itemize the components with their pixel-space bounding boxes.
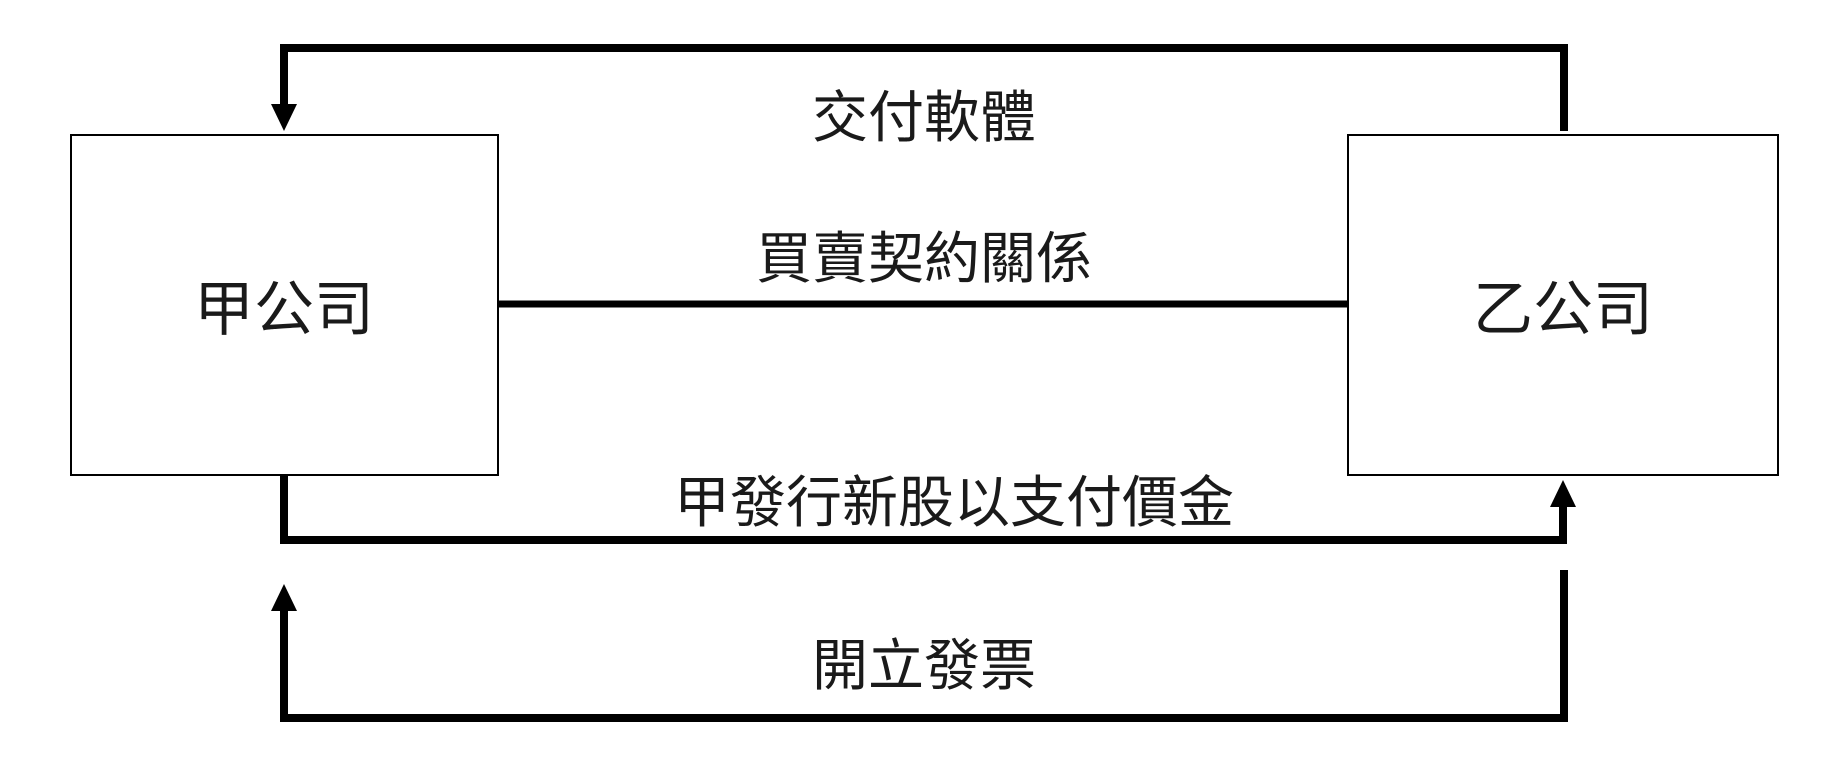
issue-shares-label: 甲發行新股以支付價金 bbox=[674, 471, 1234, 536]
issue-shares-connector bbox=[280, 475, 1567, 544]
deliver-software-label: 交付軟體 bbox=[812, 86, 1036, 151]
deliver-software-arrowhead bbox=[271, 104, 297, 131]
company-b-label: 乙公司 bbox=[1473, 275, 1653, 345]
company-a-box bbox=[70, 134, 499, 476]
sales-contract-label: 買賣契約關係 bbox=[756, 227, 1092, 292]
issue-invoice-label: 開立發票 bbox=[812, 634, 1036, 699]
deliver-software-connector bbox=[280, 44, 1568, 131]
issue-shares-arrowhead bbox=[1550, 480, 1576, 507]
issue-invoice-arrowhead bbox=[271, 584, 297, 611]
issue-invoice-connector bbox=[280, 570, 1568, 722]
company-a-label: 甲公司 bbox=[194, 275, 374, 345]
company-b-box bbox=[1347, 134, 1779, 476]
